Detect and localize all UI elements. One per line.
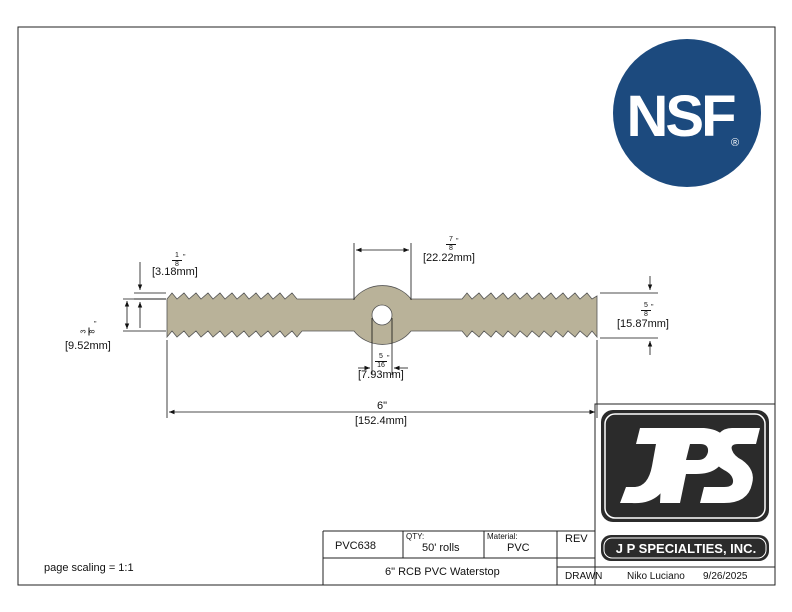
drawn-label: DRAWN: [565, 571, 603, 582]
svg-text:®: ®: [731, 137, 739, 149]
end-height-fraction: 5 8: [641, 302, 651, 319]
center-hole: [371, 304, 393, 326]
page-scaling: page scaling = 1:1: [44, 562, 134, 574]
nsf-logo-icon: NSF ®: [613, 39, 761, 187]
material-label: Material:: [487, 532, 518, 541]
dim-bulb-width: [353, 243, 412, 300]
thickness-fraction: 3 8: [81, 327, 98, 336]
drawn-date: 9/26/2025: [703, 571, 748, 582]
bulb-inch-mark: ": [456, 238, 459, 245]
drawing-description: 6" RCB PVC Waterstop: [385, 566, 500, 578]
thickness-inch-mark: ": [94, 321, 97, 328]
qty-value: 50' rolls: [422, 542, 460, 554]
dim-hole: [358, 318, 408, 375]
qty-label: QTY:: [406, 532, 425, 541]
part-number: PVC638: [335, 540, 376, 552]
overall-width: 6": [377, 400, 388, 412]
hole-mm: [7.93mm]: [358, 369, 404, 381]
jps-logo-icon: [601, 410, 769, 561]
rev-label: REV: [565, 533, 588, 545]
overall-width-mm: [152.4mm]: [355, 415, 407, 427]
hole-inch-mark: ": [387, 355, 390, 362]
svg-text:NSF: NSF: [627, 84, 736, 149]
thickness-mm: [9.52mm]: [65, 340, 111, 352]
bulb-width-fraction: 7 8: [446, 236, 456, 253]
end-height-mm: [15.87mm]: [617, 318, 669, 330]
dim-thickness: [123, 298, 166, 332]
sheet-border: [17, 26, 776, 586]
dim-end-height: [600, 276, 658, 355]
title-block-grid: [322, 403, 776, 586]
bulb-width-mm: [22.22mm]: [423, 252, 475, 264]
drawn-by: Niko Luciano: [627, 571, 685, 582]
end-inch-mark: ": [651, 304, 654, 311]
rib-height-fraction: 1 8: [172, 252, 182, 269]
rib-inch-mark: ": [183, 254, 186, 261]
dim-overall-width: [166, 340, 598, 418]
rib-height-mm: [3.18mm]: [152, 266, 198, 278]
hole-fraction: 5 16: [375, 353, 387, 370]
material-value: PVC: [507, 542, 530, 554]
company-name: J P SPECIALTIES, INC.: [615, 541, 757, 556]
